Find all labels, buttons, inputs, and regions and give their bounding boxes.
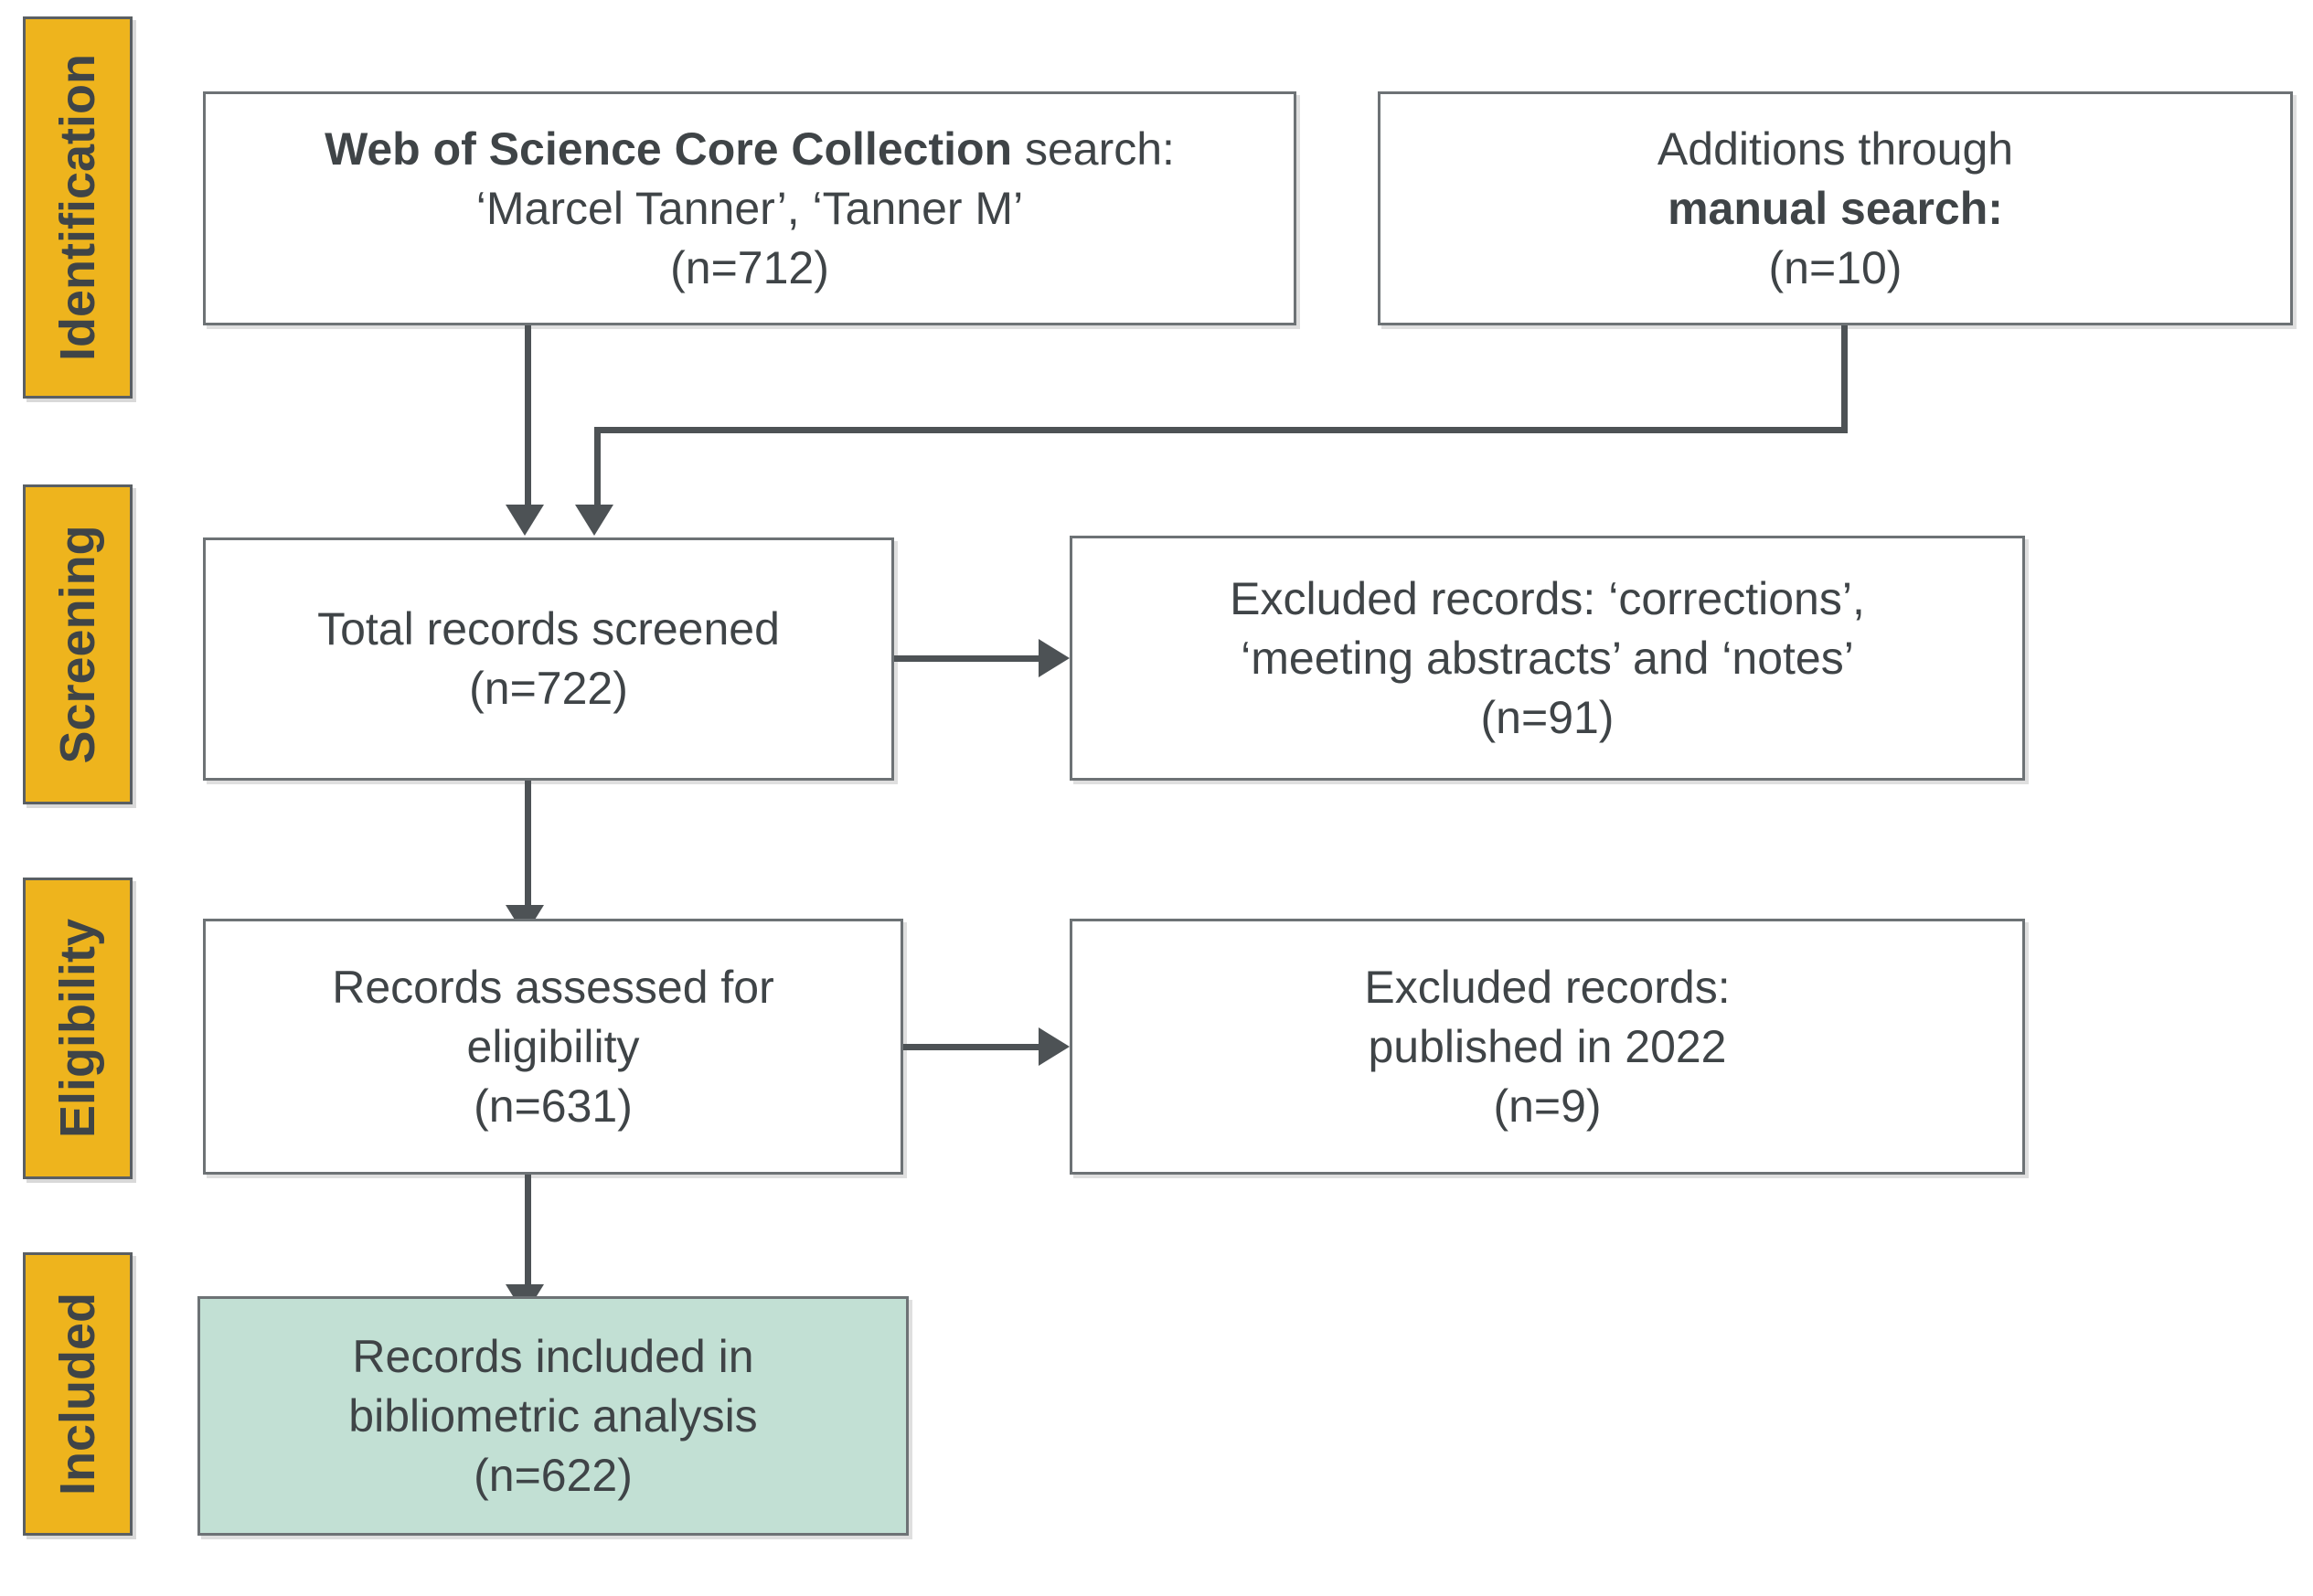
stage-label-eligibility: Eligibility <box>50 918 105 1139</box>
connector-source-to-screened-line <box>525 325 531 508</box>
node-excluded-year-line1: Excluded records: <box>1364 961 1731 1013</box>
node-manual-search-line1: Additions through <box>1657 122 2014 175</box>
node-included: Records included in bibliometric analysi… <box>197 1296 909 1536</box>
stage-tab-included: Included <box>23 1252 133 1536</box>
stage-label-screening: Screening <box>50 525 105 764</box>
node-excluded-types-line2: ‘meeting abstracts’ and ‘notes’ <box>1241 632 1854 684</box>
node-source-search-count: (n=712) <box>670 241 829 293</box>
connector-screened-to-assessed-line <box>525 781 531 909</box>
node-assessed-line2: eligibility <box>466 1020 640 1072</box>
connector-assessed-to-excluded-line <box>903 1044 1040 1050</box>
connector-screened-to-excluded-line <box>894 655 1040 662</box>
node-excluded-types-count: (n=91) <box>1480 691 1615 743</box>
connector-manual-horizontal <box>594 427 1848 433</box>
node-source-search: Web of Science Core Collection search: ‘… <box>203 91 1296 325</box>
node-source-search-line1: Web of Science Core Collection search: <box>325 120 1175 179</box>
stage-tab-screening: Screening <box>23 484 133 804</box>
node-excluded-types-line1: Excluded records: ‘corrections’, <box>1230 572 1865 624</box>
connector-assessed-to-included-line <box>525 1175 531 1290</box>
node-assessed: Records assessed for eligibility (n=631) <box>203 919 903 1175</box>
stage-tab-eligibility: Eligibility <box>23 878 133 1179</box>
node-screened-line1: Total records screened <box>317 603 780 654</box>
connector-screened-to-excluded-arrow <box>1039 639 1070 677</box>
node-excluded-types: Excluded records: ‘corrections’, ‘meetin… <box>1070 536 2025 781</box>
node-source-search-line1-bold: Web of Science Core Collection <box>325 122 1013 175</box>
stage-label-included: Included <box>50 1292 105 1496</box>
node-assessed-count: (n=631) <box>474 1080 633 1132</box>
node-included-line1: Records included in <box>352 1330 754 1382</box>
node-source-search-line2: ‘Marcel Tanner’, ‘Tanner M’ <box>475 182 1024 234</box>
node-screened: Total records screened (n=722) <box>203 537 894 781</box>
node-excluded-year-line2: published in 2022 <box>1368 1020 1727 1072</box>
node-excluded-year: Excluded records: published in 2022 (n=9… <box>1070 919 2025 1175</box>
node-manual-search-count: (n=10) <box>1768 241 1903 293</box>
connector-assessed-to-excluded-arrow <box>1039 1027 1070 1066</box>
node-included-line2: bibliometric analysis <box>348 1389 758 1442</box>
node-screened-count: (n=722) <box>469 663 628 714</box>
connector-manual-descend <box>594 427 601 508</box>
connector-manual-drop <box>1841 325 1848 433</box>
node-manual-search-line2: manual search: <box>1668 182 2003 234</box>
node-assessed-line1: Records assessed for <box>332 961 774 1013</box>
connector-manual-to-screened-arrow <box>575 505 613 536</box>
node-manual-search: Additions through manual search: (n=10) <box>1378 91 2293 325</box>
node-excluded-year-count: (n=9) <box>1493 1080 1602 1132</box>
connector-source-to-screened-arrow <box>506 505 544 536</box>
stage-tab-identification: Identification <box>23 16 133 399</box>
node-source-search-line1-rest: search: <box>1012 122 1175 175</box>
stage-label-identification: Identification <box>50 54 105 361</box>
node-included-count: (n=622) <box>474 1449 633 1501</box>
